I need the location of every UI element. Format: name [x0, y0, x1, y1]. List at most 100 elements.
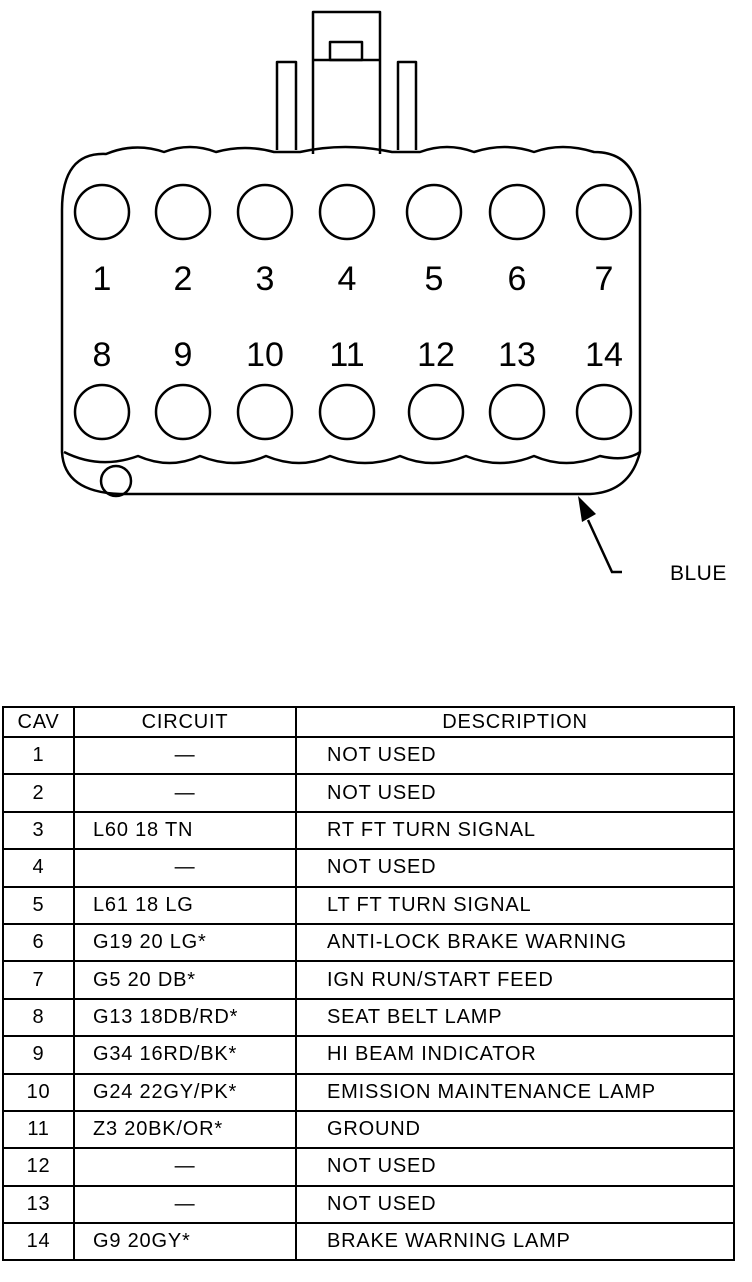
table-row: 12—NOT USED: [2, 1147, 735, 1187]
pin-label-12: 12: [417, 336, 455, 374]
pin-label-13: 13: [498, 336, 536, 374]
description-cell: GROUND: [295, 1109, 735, 1150]
pin-label-8: 8: [93, 336, 112, 374]
pin-label-5: 5: [425, 260, 444, 298]
pin-label-11: 11: [329, 336, 364, 374]
connector-body: [60, 145, 642, 496]
connector-latch: [311, 10, 382, 154]
circuit-cell: —: [73, 735, 297, 776]
description-cell: NOT USED: [295, 1147, 735, 1187]
circuit-cell: G34 16RD/BK*: [73, 1035, 297, 1075]
connector-lower-ridge: [63, 450, 641, 465]
cav-cell: 9: [2, 1035, 75, 1075]
cav-cell: 2: [2, 773, 75, 813]
pin-hole-7: [575, 183, 633, 241]
pin-hole-8: [73, 383, 131, 441]
circuit-cell: G9 20GY*: [73, 1222, 297, 1262]
circuit-cell: Z3 20BK/OR*: [73, 1109, 297, 1150]
latch-window: [328, 40, 364, 62]
pin-hole-3: [236, 183, 294, 241]
description-cell: NOT USED: [295, 848, 735, 888]
pin-hole-13: [488, 383, 546, 441]
cav-cell: 13: [2, 1184, 75, 1225]
pin-hole-1: [73, 183, 131, 241]
pin-label-9: 9: [174, 336, 193, 374]
cav-cell: 7: [2, 960, 75, 1000]
description-cell: NOT USED: [295, 773, 735, 813]
pin-hole-6: [488, 183, 546, 241]
pin-label-6: 6: [508, 260, 527, 298]
cav-cell: 3: [2, 810, 75, 851]
circuit-cell: G13 18DB/RD*: [73, 997, 297, 1038]
description-cell: BRAKE WARNING LAMP: [295, 1222, 735, 1262]
polarizing-key: [99, 464, 133, 498]
description-cell: RT FT TURN SIGNAL: [295, 810, 735, 851]
cav-cell: 6: [2, 922, 75, 963]
pin-label-7: 7: [595, 260, 614, 298]
pin-label-2: 2: [174, 260, 193, 298]
circuit-cell: L60 18 TN: [73, 810, 297, 851]
table-header-row: CAV CIRCUIT DESCRIPTION: [2, 706, 735, 738]
cav-cell: 4: [2, 848, 75, 888]
pin-hole-12: [407, 383, 465, 441]
pin-label-4: 4: [338, 260, 357, 298]
pin-hole-4: [318, 183, 376, 241]
description-cell: IGN RUN/START FEED: [295, 960, 735, 1000]
pin-hole-11: [318, 383, 376, 441]
circuit-cell: —: [73, 848, 297, 888]
pin-hole-14: [575, 383, 633, 441]
pin-hole-5: [405, 183, 463, 241]
pin-hole-10: [236, 383, 294, 441]
description-cell: HI BEAM INDICATOR: [295, 1035, 735, 1075]
circuit-cell: —: [73, 1147, 297, 1187]
pin-label-14: 14: [585, 336, 623, 374]
color-tag-pointer: [578, 496, 622, 574]
description-cell: LT FT TURN SIGNAL: [295, 885, 735, 925]
circuit-cell: —: [73, 1184, 297, 1225]
circuit-cell: G24 22GY/PK*: [73, 1072, 297, 1112]
pin-hole-9: [154, 383, 212, 441]
pin-label-1: 1: [93, 260, 112, 298]
table-row: 2—NOT USED: [2, 773, 735, 813]
circuit-cell: G5 20 DB*: [73, 960, 297, 1000]
description-cell: EMISSION MAINTENANCE LAMP: [295, 1072, 735, 1112]
description-cell: NOT USED: [295, 1184, 735, 1225]
cav-cell: 11: [2, 1109, 75, 1150]
guide-post-right: [396, 60, 418, 150]
pin-hole-2: [154, 183, 212, 241]
pin-label-3: 3: [256, 260, 275, 298]
cav-cell: 10: [2, 1072, 75, 1112]
cav-cell: 8: [2, 997, 75, 1038]
table-row: 1—NOT USED: [2, 735, 735, 776]
description-cell: ANTI-LOCK BRAKE WARNING: [295, 922, 735, 963]
color-tag-label: BLUE: [670, 562, 727, 585]
header-cav: CAV: [2, 706, 75, 738]
cav-cell: 14: [2, 1222, 75, 1262]
circuit-cell: G19 20 LG*: [73, 922, 297, 963]
circuit-cell: —: [73, 773, 297, 813]
header-circuit: CIRCUIT: [73, 706, 297, 738]
cav-cell: 12: [2, 1147, 75, 1187]
cav-cell: 1: [2, 735, 75, 776]
arrow-head-icon: [578, 496, 596, 522]
header-description: DESCRIPTION: [295, 706, 735, 738]
cav-cell: 5: [2, 885, 75, 925]
guide-post-left: [275, 60, 298, 150]
pin-label-10: 10: [246, 336, 284, 374]
description-cell: SEAT BELT LAMP: [295, 997, 735, 1038]
table-row: 4—NOT USED: [2, 848, 735, 888]
description-cell: NOT USED: [295, 735, 735, 776]
table-row: 13—NOT USED: [2, 1184, 735, 1225]
circuit-cell: L61 18 LG: [73, 885, 297, 925]
